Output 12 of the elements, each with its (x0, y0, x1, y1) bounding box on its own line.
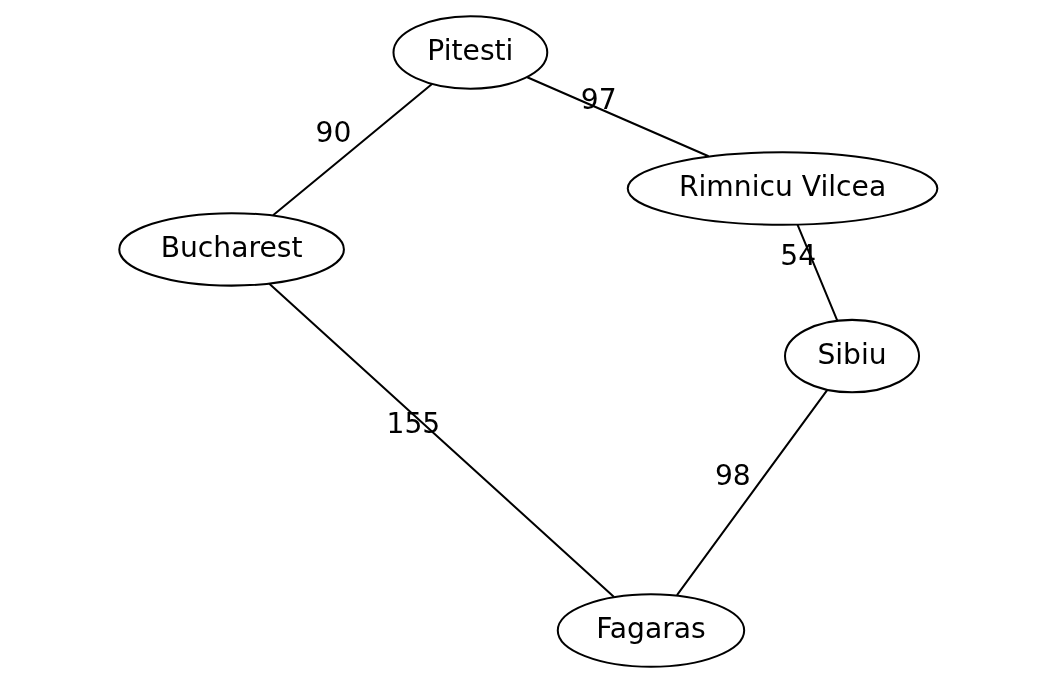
edge-label: 98 (714, 459, 751, 493)
node-ellipse: Sibiu (783, 318, 920, 394)
node-ellipse: Bucharest (117, 212, 345, 287)
connector (268, 282, 614, 598)
connector (675, 389, 828, 596)
connector (526, 76, 709, 158)
node-ellipse: Pitesti (392, 15, 548, 90)
node-ellipse: Rimnicu Vilcea (626, 151, 938, 226)
edge-label: 97 (580, 83, 617, 117)
node-ellipse: Fagaras (556, 593, 745, 668)
connector (271, 83, 433, 216)
edge-label: 90 (314, 115, 351, 149)
